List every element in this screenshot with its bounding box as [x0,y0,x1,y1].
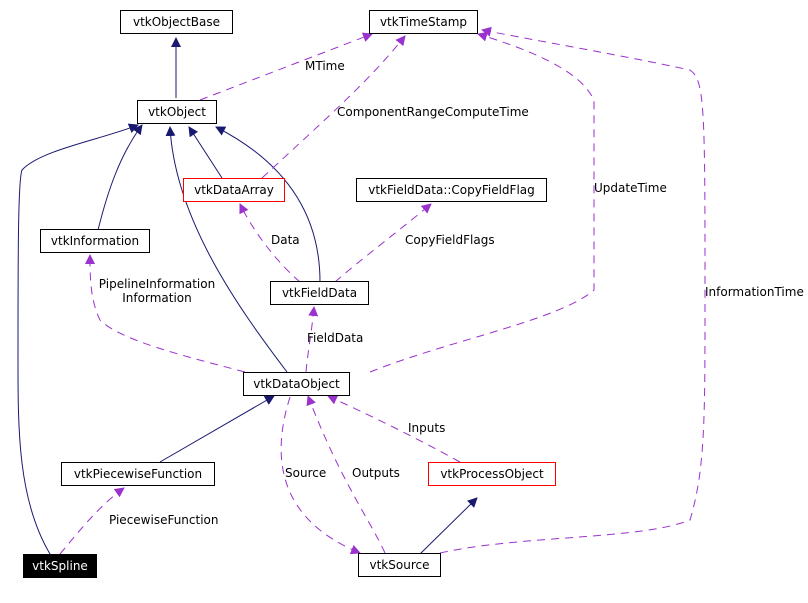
node-vtkdataobject[interactable]: vtkDataObject [243,372,350,396]
node-vtkdataarray[interactable]: vtkDataArray [183,178,285,202]
label-pipeline-information-line1: PipelineInformation [98,277,216,291]
label-pipeline-information-line2: Information [122,291,192,305]
label-update-time: UpdateTime [594,181,667,195]
label-field-data: FieldData [307,331,364,345]
edge-source [280,396,361,555]
label-component-range-compute-time: ComponentRangeComputeTime [337,105,529,119]
edge-inputs [327,395,461,463]
label-copy-field-flags: CopyFieldFlags [405,233,495,247]
edge-data [239,203,301,283]
edge-component-range-time [261,35,406,179]
label-data: Data [271,233,300,247]
node-vtktimestamp[interactable]: vtkTimeStamp [369,10,478,34]
edge-piecewise-function [59,487,125,555]
label-inputs: Inputs [408,421,446,435]
node-vtkfielddata[interactable]: vtkFieldData [270,281,369,305]
node-vtkpiecewisefunction[interactable]: vtkPiecewiseFunction [61,462,215,486]
label-source: Source [285,466,327,480]
node-vtkinformation[interactable]: vtkInformation [40,229,150,253]
node-vtkspline[interactable]: vtkSpline [23,554,97,578]
node-vtkobject[interactable]: vtkObject [137,100,217,124]
edge-field-data [305,306,319,373]
node-vtksource[interactable]: vtkSource [358,553,441,577]
edge-source-to-processobject [419,497,478,555]
edge-dataobject-to-object [165,126,288,373]
label-pipeline-information: PipelineInformation Information [97,277,217,305]
edge-outputs [306,395,386,554]
edge-fielddata-to-object [215,126,321,283]
label-piecewise-function: PiecewiseFunction [109,513,219,527]
edge-piecewise-to-dataobject [159,395,275,463]
node-vtkfielddata-copyfieldflag[interactable]: vtkFieldData::CopyFieldFlag [356,178,547,202]
edge-pipeline-information [85,254,246,373]
label-information-time: InformationTime [705,285,804,299]
edge-spline-to-object [17,123,139,555]
label-outputs: Outputs [352,466,400,480]
edge-information-to-object [97,124,143,231]
label-mtime: MTime [305,59,345,73]
edge-dataarray-to-object [188,126,223,179]
edge-copy-field-flags [334,203,432,283]
node-vtkprocessobject[interactable]: vtkProcessObject [428,462,556,486]
edge-update-time [369,31,595,373]
edge-mtime [199,32,373,101]
node-vtkobjectbase[interactable]: vtkObjectBase [120,10,233,34]
